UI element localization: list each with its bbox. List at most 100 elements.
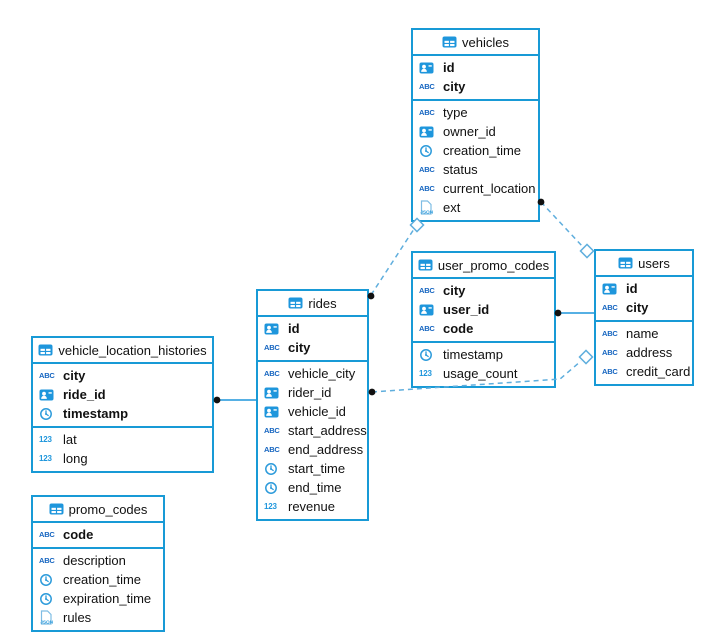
column-row: ride_id — [33, 385, 212, 404]
column-name: owner_id — [443, 124, 496, 139]
timestamp-type-icon — [39, 592, 58, 606]
column-row: 123 usage_count — [413, 364, 554, 383]
primary-key-section: id ABC city — [258, 317, 367, 360]
column-name: id — [443, 60, 455, 75]
relation-user-promo-codes-users — [554, 309, 594, 317]
text-type-icon: ABC — [39, 370, 55, 380]
table-header: user_promo_codes — [413, 253, 554, 279]
table-rides[interactable]: rides id ABC city ABC vehicle_city rider… — [256, 289, 369, 521]
table-icon — [618, 257, 633, 269]
column-name: rules — [63, 610, 92, 625]
text-type-icon: ABC — [264, 368, 280, 378]
column-row: ABC name — [596, 324, 692, 343]
column-name: end_time — [288, 480, 342, 495]
column-name: lat — [63, 432, 77, 447]
column-name: id — [288, 321, 300, 336]
column-name: city — [288, 340, 311, 355]
table-icon — [49, 503, 64, 515]
table-header: promo_codes — [33, 497, 163, 523]
column-name: usage_count — [443, 366, 518, 381]
text-type-icon: ABC — [419, 107, 435, 117]
id-type-icon — [602, 283, 621, 295]
table-promo-codes[interactable]: promo_codes ABC code ABC description cre… — [31, 495, 165, 632]
column-row: owner_id — [413, 122, 538, 141]
column-row: vehicle_id — [258, 402, 367, 421]
column-row: ABC city — [596, 298, 692, 317]
id-type-icon — [419, 126, 438, 138]
column-row: id — [413, 58, 538, 77]
text-type-icon: ABC — [419, 183, 435, 193]
column-row: 123 lat — [33, 430, 212, 449]
svg-text:JSON: JSON — [40, 620, 53, 625]
column-name: rider_id — [288, 385, 332, 400]
primary-key-section: id ABC city — [596, 277, 692, 320]
column-name: address — [626, 345, 673, 360]
column-row: rider_id — [258, 383, 367, 402]
text-type-icon: ABC — [39, 555, 55, 565]
table-icon — [442, 36, 457, 48]
column-name: creation_time — [63, 572, 142, 587]
column-name: vehicle_id — [288, 404, 346, 419]
number-type-icon: 123 — [39, 434, 52, 444]
column-name: user_id — [443, 302, 490, 317]
text-type-icon: ABC — [602, 302, 618, 312]
json-type-icon: JSON — [419, 200, 438, 215]
column-row: ABC city — [33, 366, 212, 385]
column-row: user_id — [413, 300, 554, 319]
relation-vehicles-users — [537, 198, 595, 259]
text-type-icon: ABC — [264, 342, 280, 352]
id-type-icon — [39, 389, 58, 401]
text-type-icon: ABC — [264, 444, 280, 454]
id-type-icon — [419, 304, 438, 316]
column-name: revenue — [288, 499, 335, 514]
timestamp-type-icon — [264, 462, 283, 476]
id-type-icon — [264, 387, 283, 399]
id-type-icon — [264, 406, 283, 418]
column-row: ABC city — [258, 338, 367, 357]
column-row: id — [596, 279, 692, 298]
text-type-icon: ABC — [419, 323, 435, 333]
table-header: vehicles — [413, 30, 538, 56]
column-name: status — [443, 162, 478, 177]
columns-section: ABC description creation_time expiration… — [33, 547, 163, 630]
relation-dot-marker — [368, 388, 376, 396]
column-name: vehicle_city — [288, 366, 356, 381]
column-name: city — [443, 79, 466, 94]
table-vehicle-location-histories[interactable]: vehicle_location_histories ABC city ride… — [31, 336, 214, 473]
column-name: current_location — [443, 181, 536, 196]
table-icon — [288, 297, 303, 309]
table-header: users — [596, 251, 692, 277]
primary-key-section: ABC city user_id ABC code — [413, 279, 554, 341]
text-type-icon: ABC — [419, 285, 435, 295]
table-icon — [38, 344, 53, 356]
text-type-icon: ABC — [264, 425, 280, 435]
table-vehicles[interactable]: vehicles id ABC city ABC type owner_id — [411, 28, 540, 222]
column-row: ABC end_address — [258, 440, 367, 459]
table-users[interactable]: users id ABC city ABC name ABC address A… — [594, 249, 694, 386]
column-row: ABC city — [413, 77, 538, 96]
json-type-icon: JSON — [39, 610, 58, 625]
timestamp-type-icon — [39, 573, 58, 587]
column-name: start_time — [288, 461, 346, 476]
column-row: ABC status — [413, 160, 538, 179]
column-row: 123 long — [33, 449, 212, 468]
column-row: timestamp — [33, 404, 212, 423]
column-row: id — [258, 319, 367, 338]
column-name: timestamp — [63, 406, 129, 421]
column-name: city — [63, 368, 86, 383]
relation-dot-marker — [213, 396, 221, 404]
columns-section: ABC vehicle_city rider_id vehicle_id ABC… — [258, 360, 367, 519]
table-user-promo-codes[interactable]: user_promo_codes ABC city user_id ABC co… — [411, 251, 556, 388]
column-row: timestamp — [413, 345, 554, 364]
column-row: ABC address — [596, 343, 692, 362]
relation-diamond-marker — [578, 349, 594, 365]
timestamp-type-icon — [419, 144, 438, 158]
relation-vehicle-location-histories-rides — [213, 396, 256, 404]
column-name: code — [443, 321, 474, 336]
text-type-icon: ABC — [39, 529, 55, 539]
columns-section: 123 lat 123 long — [33, 426, 212, 471]
table-title: user_promo_codes — [437, 257, 550, 273]
table-title: vehicles — [462, 34, 509, 50]
primary-key-section: ABC code — [33, 523, 163, 547]
column-name: credit_card — [626, 364, 691, 379]
